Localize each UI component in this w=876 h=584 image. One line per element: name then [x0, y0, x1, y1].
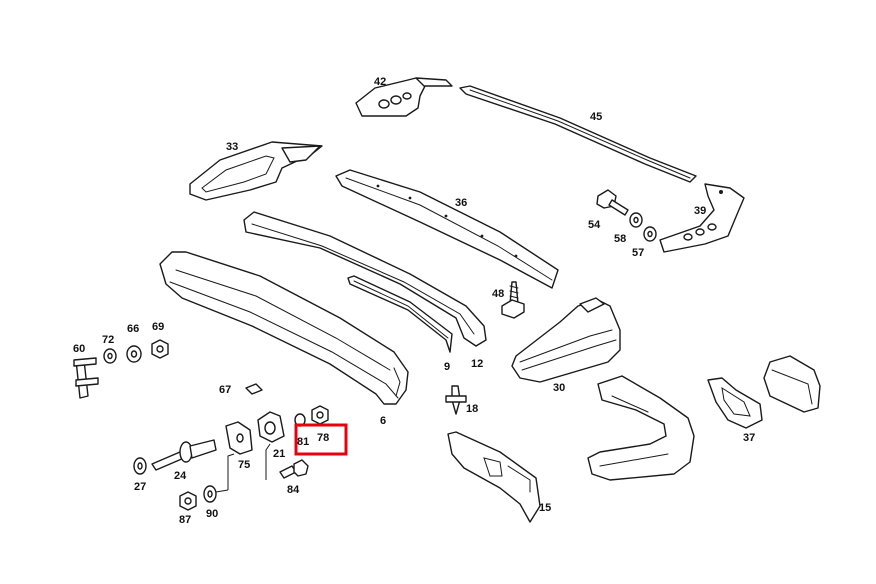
part-84-bolt [279, 459, 309, 479]
part-18-push-clip [445, 385, 467, 415]
label-87: 87 [179, 514, 191, 526]
part-12-bumper-bar [243, 211, 487, 347]
part-60-bracket [73, 357, 99, 399]
part-90-washer [203, 485, 217, 503]
part-58-washer [629, 212, 643, 228]
label-6: 6 [380, 415, 386, 427]
part-75-bracket [225, 421, 253, 455]
part-39-bracket [659, 183, 745, 253]
part-57-washer [643, 226, 657, 242]
label-48: 48 [492, 288, 504, 300]
highlight-box-part-78[interactable] [294, 423, 348, 456]
label-21: 21 [273, 448, 285, 460]
label-84: 84 [287, 484, 300, 496]
label-9: 9 [444, 361, 450, 373]
label-39: 39 [694, 205, 706, 217]
label-24: 24 [174, 470, 187, 482]
label-30: 30 [553, 382, 565, 394]
part-45-support-bar [459, 85, 697, 183]
part-21-rubber-block [257, 411, 285, 443]
part-54-bolt [596, 189, 629, 216]
label-37: 37 [743, 432, 755, 444]
label-36: 36 [455, 197, 467, 209]
label-54: 54 [588, 219, 601, 231]
label-75: 75 [238, 459, 250, 471]
label-66: 66 [127, 323, 139, 335]
label-33: 33 [226, 141, 238, 153]
part-67-clip [245, 383, 263, 395]
part-24-stud [151, 439, 217, 471]
part-9-strip [347, 275, 453, 353]
label-67: 67 [219, 384, 231, 396]
part-ghost-end-piece [587, 375, 695, 481]
part-36-rail [335, 169, 559, 289]
part-78-nut [311, 405, 329, 425]
label-15: 15 [539, 502, 551, 514]
label-58: 58 [614, 233, 626, 245]
label-72: 72 [102, 334, 114, 346]
part-37-gasket [707, 377, 763, 429]
label-78: 78 [317, 432, 329, 444]
part-lamp [763, 355, 821, 413]
part-15-panel [447, 431, 541, 523]
part-48-screw [501, 281, 525, 319]
part-27-washer [133, 457, 147, 475]
part-42-bracket [355, 77, 453, 117]
part-6-bumper [159, 251, 409, 405]
part-87-nut [179, 491, 197, 511]
part-66-washer [126, 345, 142, 363]
label-90: 90 [206, 508, 218, 520]
label-81: 81 [297, 436, 309, 448]
leader-84 [265, 443, 271, 480]
label-27: 27 [134, 481, 146, 493]
leader-75 [227, 453, 235, 490]
label-18: 18 [466, 403, 478, 415]
leader-75-bracket [215, 489, 229, 493]
label-60: 60 [73, 343, 85, 355]
label-12: 12 [471, 358, 483, 370]
part-33-end-piece [189, 141, 323, 201]
label-57: 57 [632, 247, 644, 259]
label-69: 69 [152, 321, 164, 333]
label-42: 42 [374, 76, 386, 88]
label-45: 45 [590, 111, 602, 123]
part-72-washer [103, 348, 117, 364]
part-69-nut [151, 339, 169, 359]
part-30-corner [511, 297, 621, 383]
